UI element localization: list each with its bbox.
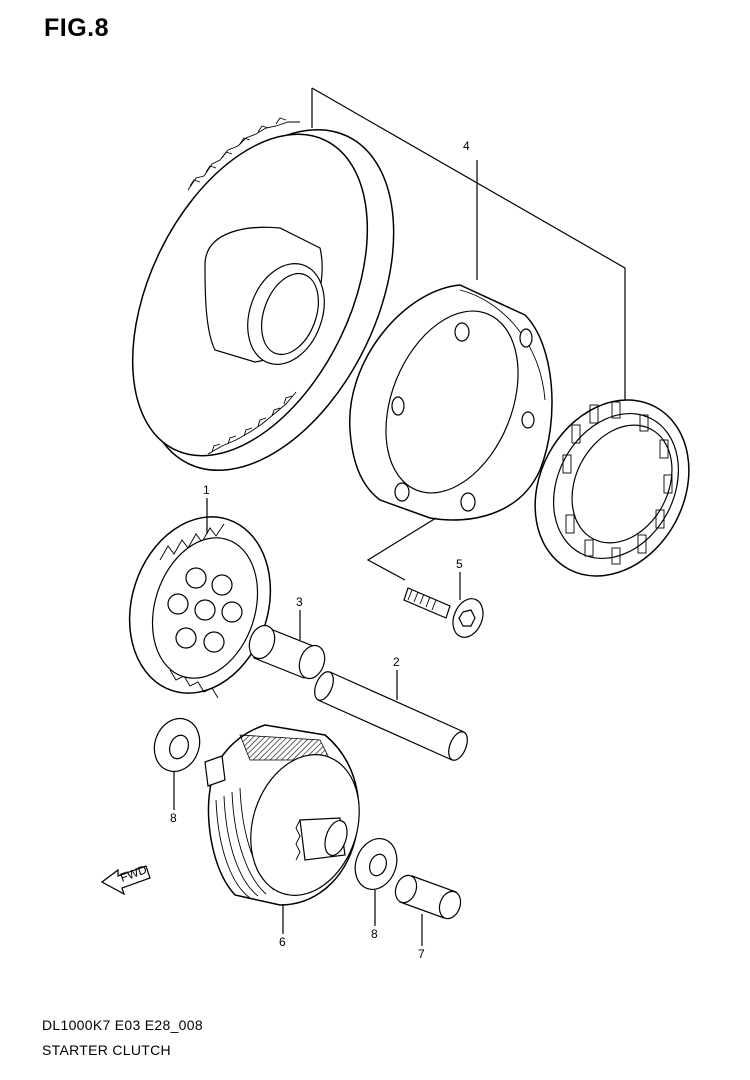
starter-idle-gear [128, 516, 272, 699]
diagram-model-code: DL1000K7 E03 E28_008 [42, 1017, 203, 1033]
callouts: 4 5 1 3 2 8 6 8 7 [170, 139, 470, 961]
clutch-housing-ring [349, 284, 553, 521]
thrust-washer-lower [354, 838, 398, 890]
callout-8-lower: 8 [371, 927, 378, 941]
bolt-leader-line [366, 517, 437, 581]
clutch-rollers [562, 401, 673, 565]
thrust-washer-upper [153, 717, 201, 773]
callout-7: 7 [418, 947, 425, 961]
idle-gear-bushing [248, 624, 326, 680]
one-way-clutch [534, 399, 690, 577]
callout-6: 6 [279, 935, 286, 949]
idle-gear-shaft [314, 671, 468, 761]
fwd-arrow: FWD [100, 862, 151, 896]
starter-driven-gear [131, 117, 395, 472]
starter-clutch-assembly [204, 724, 360, 906]
hex-socket-bolt [403, 587, 484, 638]
callout-4: 4 [463, 139, 470, 153]
gear-teeth [187, 117, 300, 455]
callout-5: 5 [456, 557, 463, 571]
diagram-caption: STARTER CLUTCH [42, 1042, 171, 1058]
callout-8-upper: 8 [170, 811, 177, 825]
figure-title: FIG.8 [44, 14, 110, 42]
clutch-bushing [394, 874, 462, 920]
assembly-bracket-lines [311, 87, 626, 400]
callout-2: 2 [393, 655, 400, 669]
callout-1: 1 [203, 483, 210, 497]
callout-3: 3 [296, 595, 303, 609]
